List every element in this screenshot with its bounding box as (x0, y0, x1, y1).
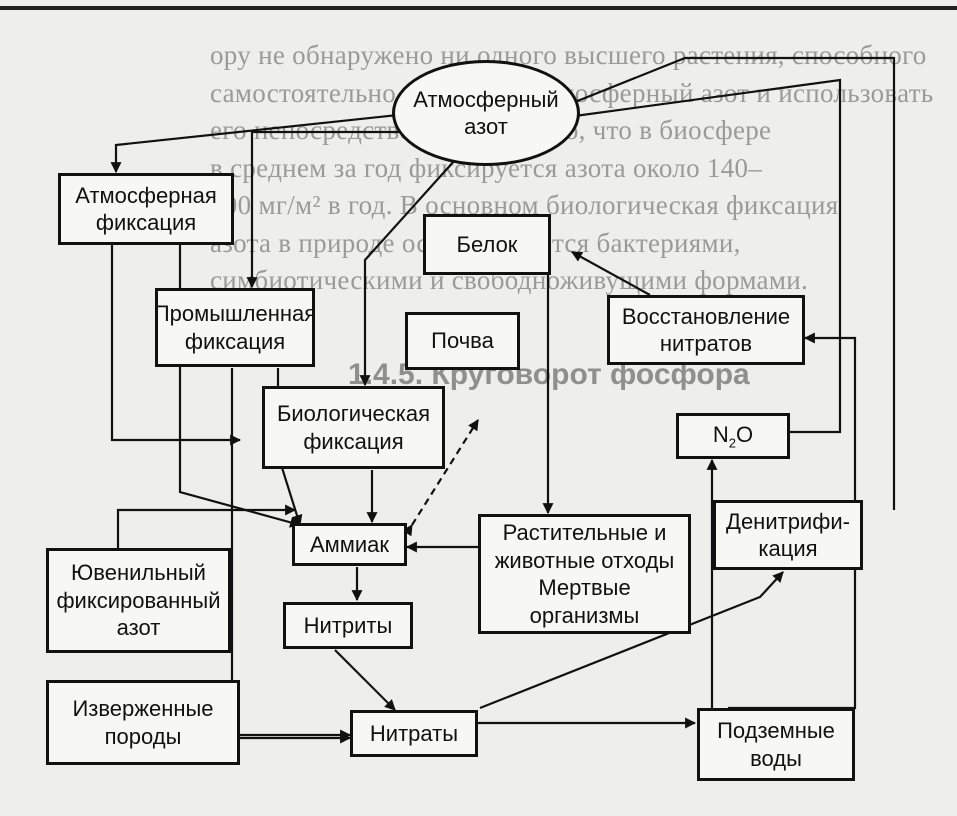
arrow-atm-to-industrial (246, 130, 412, 289)
arrow-juvenile-to-ammonia (116, 504, 297, 548)
arrow-nitrites-to-nitrates (334, 649, 396, 711)
arrow-atm-to-atm-fixation (110, 113, 399, 174)
node-protein: Белок (423, 214, 551, 275)
arrow-reduction-to-protein (571, 251, 651, 296)
node-groundwater: Подземные воды (697, 708, 855, 781)
node-atmospheric-nitrogen: Атмосферный азот (392, 60, 580, 166)
node-igneous-rocks: Изверженные породы (46, 680, 240, 765)
node-n2o: N2O (676, 413, 790, 459)
node-atmospheric-fixation: Атмосферная фиксация (58, 173, 234, 245)
node-plant-animal-waste: Растительные и животные отходы Мертвые о… (478, 514, 691, 634)
node-denitrification: Денитрифи- кация (713, 500, 863, 570)
arrow-soil-ammonia-dashed (402, 419, 479, 537)
node-nitrates: Нитраты (350, 710, 478, 757)
node-nitrate-reduction: Восстановление нитратов (607, 295, 805, 365)
arrow-atm-fixation-to-ammonia (178, 245, 302, 528)
arrow-atm-to-biological (359, 159, 456, 387)
bg-line: ору не обнаружено ни одного высшего раст… (210, 40, 927, 70)
arrow-nitrates-to-denitrification (479, 571, 784, 710)
node-soil: Почва (405, 312, 520, 370)
node-nitrites: Нитриты (283, 602, 413, 649)
node-industrial-fixation: Промышленная фиксация (154, 288, 316, 367)
top-rule (0, 6, 957, 10)
node-juvenile-fixed-nitrogen: Ювенильный фиксированный азот (46, 548, 231, 653)
node-biological-fixation: Биологическая фиксация (262, 386, 445, 469)
arrow-denitrification-to-atm (553, 56, 896, 510)
arrow-n2o-to-atm (558, 78, 842, 434)
arrow-atm-fixation-to-nitrates (110, 245, 242, 446)
node-ammonia: Аммиак (292, 523, 407, 566)
